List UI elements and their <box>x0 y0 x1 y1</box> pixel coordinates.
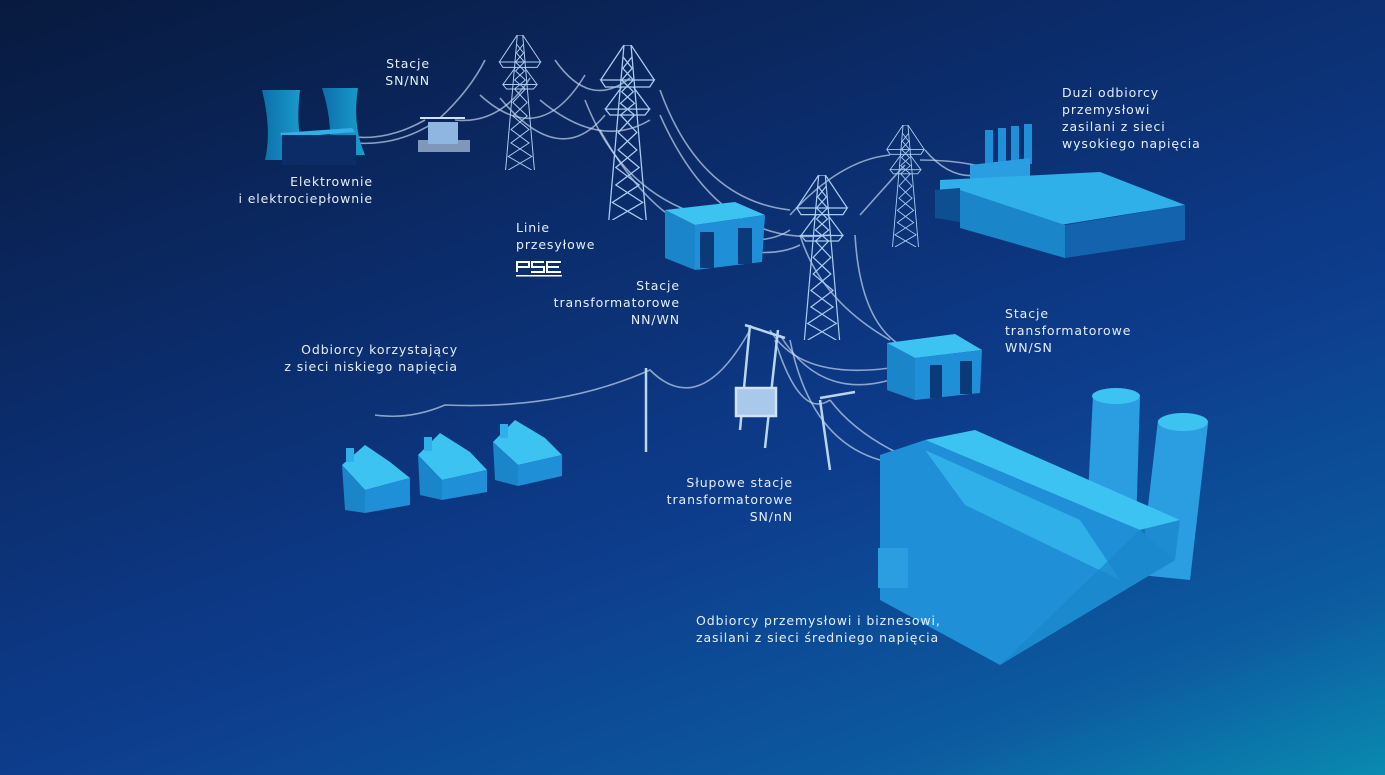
power-lines <box>354 59 981 466</box>
label-line: NN/WN <box>630 312 680 327</box>
pylon <box>599 45 656 220</box>
label-line: Odbiorcy przemysłowi i biznesowi, <box>696 613 941 628</box>
pylon <box>886 125 925 247</box>
pse-logo <box>516 261 562 277</box>
label-line: Linie <box>516 220 551 235</box>
label-line: zasilani z sieci średniego napięcia <box>696 630 940 645</box>
label-line: Słupowe stacje <box>686 475 793 490</box>
label-transmission-lines: Linie przesyłowe <box>516 219 595 253</box>
pole-transformer-illustration <box>644 323 856 471</box>
substation-nn-wn-illustration <box>665 202 765 270</box>
label-line: Stacje <box>636 278 680 293</box>
label-line: wysokiego napięcia <box>1062 136 1201 151</box>
label-line: transformatorowe <box>1005 323 1132 338</box>
houses-illustration <box>342 420 562 513</box>
label-stations-nn-wn: Stacje transformatorowe NN/WN <box>530 277 680 328</box>
label-pole-stations: Słupowe stacje transformatorowe SN/nN <box>643 474 793 525</box>
label-stations-wn-sn: Stacje transformatorowe WN/SN <box>1005 305 1131 356</box>
label-line: Elektrownie <box>290 174 373 189</box>
label-stations-sn-nn: Stacje SN/NN <box>360 55 430 89</box>
label-line: Odbiorcy korzystający <box>301 342 458 357</box>
pylon <box>498 35 542 170</box>
power-plant-illustration <box>262 88 365 165</box>
label-power-plants: Elektrownie i elektrociepłownie <box>213 173 373 207</box>
label-line: Stacje <box>386 56 430 71</box>
label-line: Stacje <box>1005 306 1049 321</box>
factory-illustration <box>878 388 1208 665</box>
substation-wn-sn-illustration <box>887 334 982 400</box>
substation-sn-nn-illustration <box>418 117 470 152</box>
label-line: WN/SN <box>1005 340 1053 355</box>
label-line: transformatorowe <box>553 295 680 310</box>
label-line: SN/nN <box>749 509 793 524</box>
label-business-consumers: Odbiorcy przemysłowi i biznesowi, zasila… <box>696 612 941 646</box>
label-line: SN/NN <box>385 73 430 88</box>
label-line: Duzi odbiorcy <box>1062 85 1160 100</box>
label-line: i elektrociepłownie <box>238 191 373 206</box>
large-industrial-consumer-illustration <box>935 124 1185 258</box>
label-line: transformatorowe <box>666 492 793 507</box>
label-low-voltage-consumers: Odbiorcy korzystający z sieci niskiego n… <box>258 341 458 375</box>
label-large-industrial-consumers: Duzi odbiorcy przemysłowi zasilani z sie… <box>1062 84 1201 152</box>
label-line: przemysłowi <box>1062 102 1151 117</box>
label-line: z sieci niskiego napięcia <box>284 359 458 374</box>
label-line: przesyłowe <box>516 237 596 252</box>
label-line: zasilani z sieci <box>1062 119 1166 134</box>
